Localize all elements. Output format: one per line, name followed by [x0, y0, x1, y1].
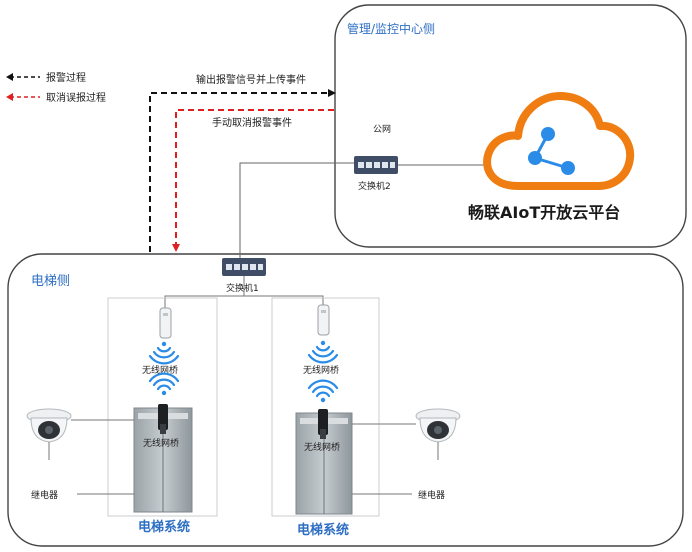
elevator-shaft-2 [271, 297, 380, 517]
elevator-system-label-1: 电梯系统 [138, 519, 190, 535]
cancel-alarm-arrow [172, 109, 334, 252]
legend-cancel-arrow-icon [6, 93, 13, 101]
relay-label-2: 继电器 [418, 489, 445, 501]
legend-alarm-label: 报警过程 [46, 71, 86, 84]
relay-label-1: 继电器 [31, 489, 58, 501]
alarm-upload-label: 输出报警信号并上传事件 [196, 73, 306, 86]
car-bridge-icon-1 [158, 404, 168, 434]
switch2-label: 交换机2 [358, 180, 391, 192]
switch2-icon [354, 156, 398, 174]
public-network-label: 公网 [373, 124, 391, 135]
car-bridge-label-1: 无线网桥 [143, 437, 179, 449]
platform-name: 畅联AIoT开放云平台 [468, 203, 620, 222]
switch2-to-switch1-link [239, 162, 354, 258]
legend-cancel-label: 取消误报过程 [46, 91, 106, 104]
cloud-icon [483, 92, 635, 190]
elevator-system-1: 无线网桥 无线网桥 电梯系统 [107, 297, 218, 535]
switch1-label: 交换机1 [226, 282, 259, 294]
elevator-shaft-1 [107, 297, 218, 517]
shaft-bridge-icon-1 [159, 307, 172, 339]
car-bridge-icon-2 [318, 409, 328, 439]
alarm-upload-arrow [149, 89, 336, 252]
shaft-bridge-label-2: 无线网桥 [303, 364, 339, 376]
elevator-zone-title: 电梯侧 [31, 274, 70, 289]
shaft-bridge-icon-2 [317, 304, 330, 336]
management-zone-title: 管理/监控中心侧 [347, 21, 435, 36]
shaft-bridge-label-1: 无线网桥 [142, 364, 178, 376]
legend-alarm-arrow-icon [6, 73, 13, 81]
elevator-system-label-2: 电梯系统 [297, 522, 349, 538]
switch1-icon [222, 258, 266, 276]
cancel-alarm-label: 手动取消报警事件 [212, 116, 292, 129]
legend: 报警过程 取消误报过程 [6, 71, 106, 104]
car-bridge-label-2: 无线网桥 [304, 441, 340, 453]
elevator-system-2: 无线网桥 无线网桥 电梯系统 [271, 297, 380, 538]
